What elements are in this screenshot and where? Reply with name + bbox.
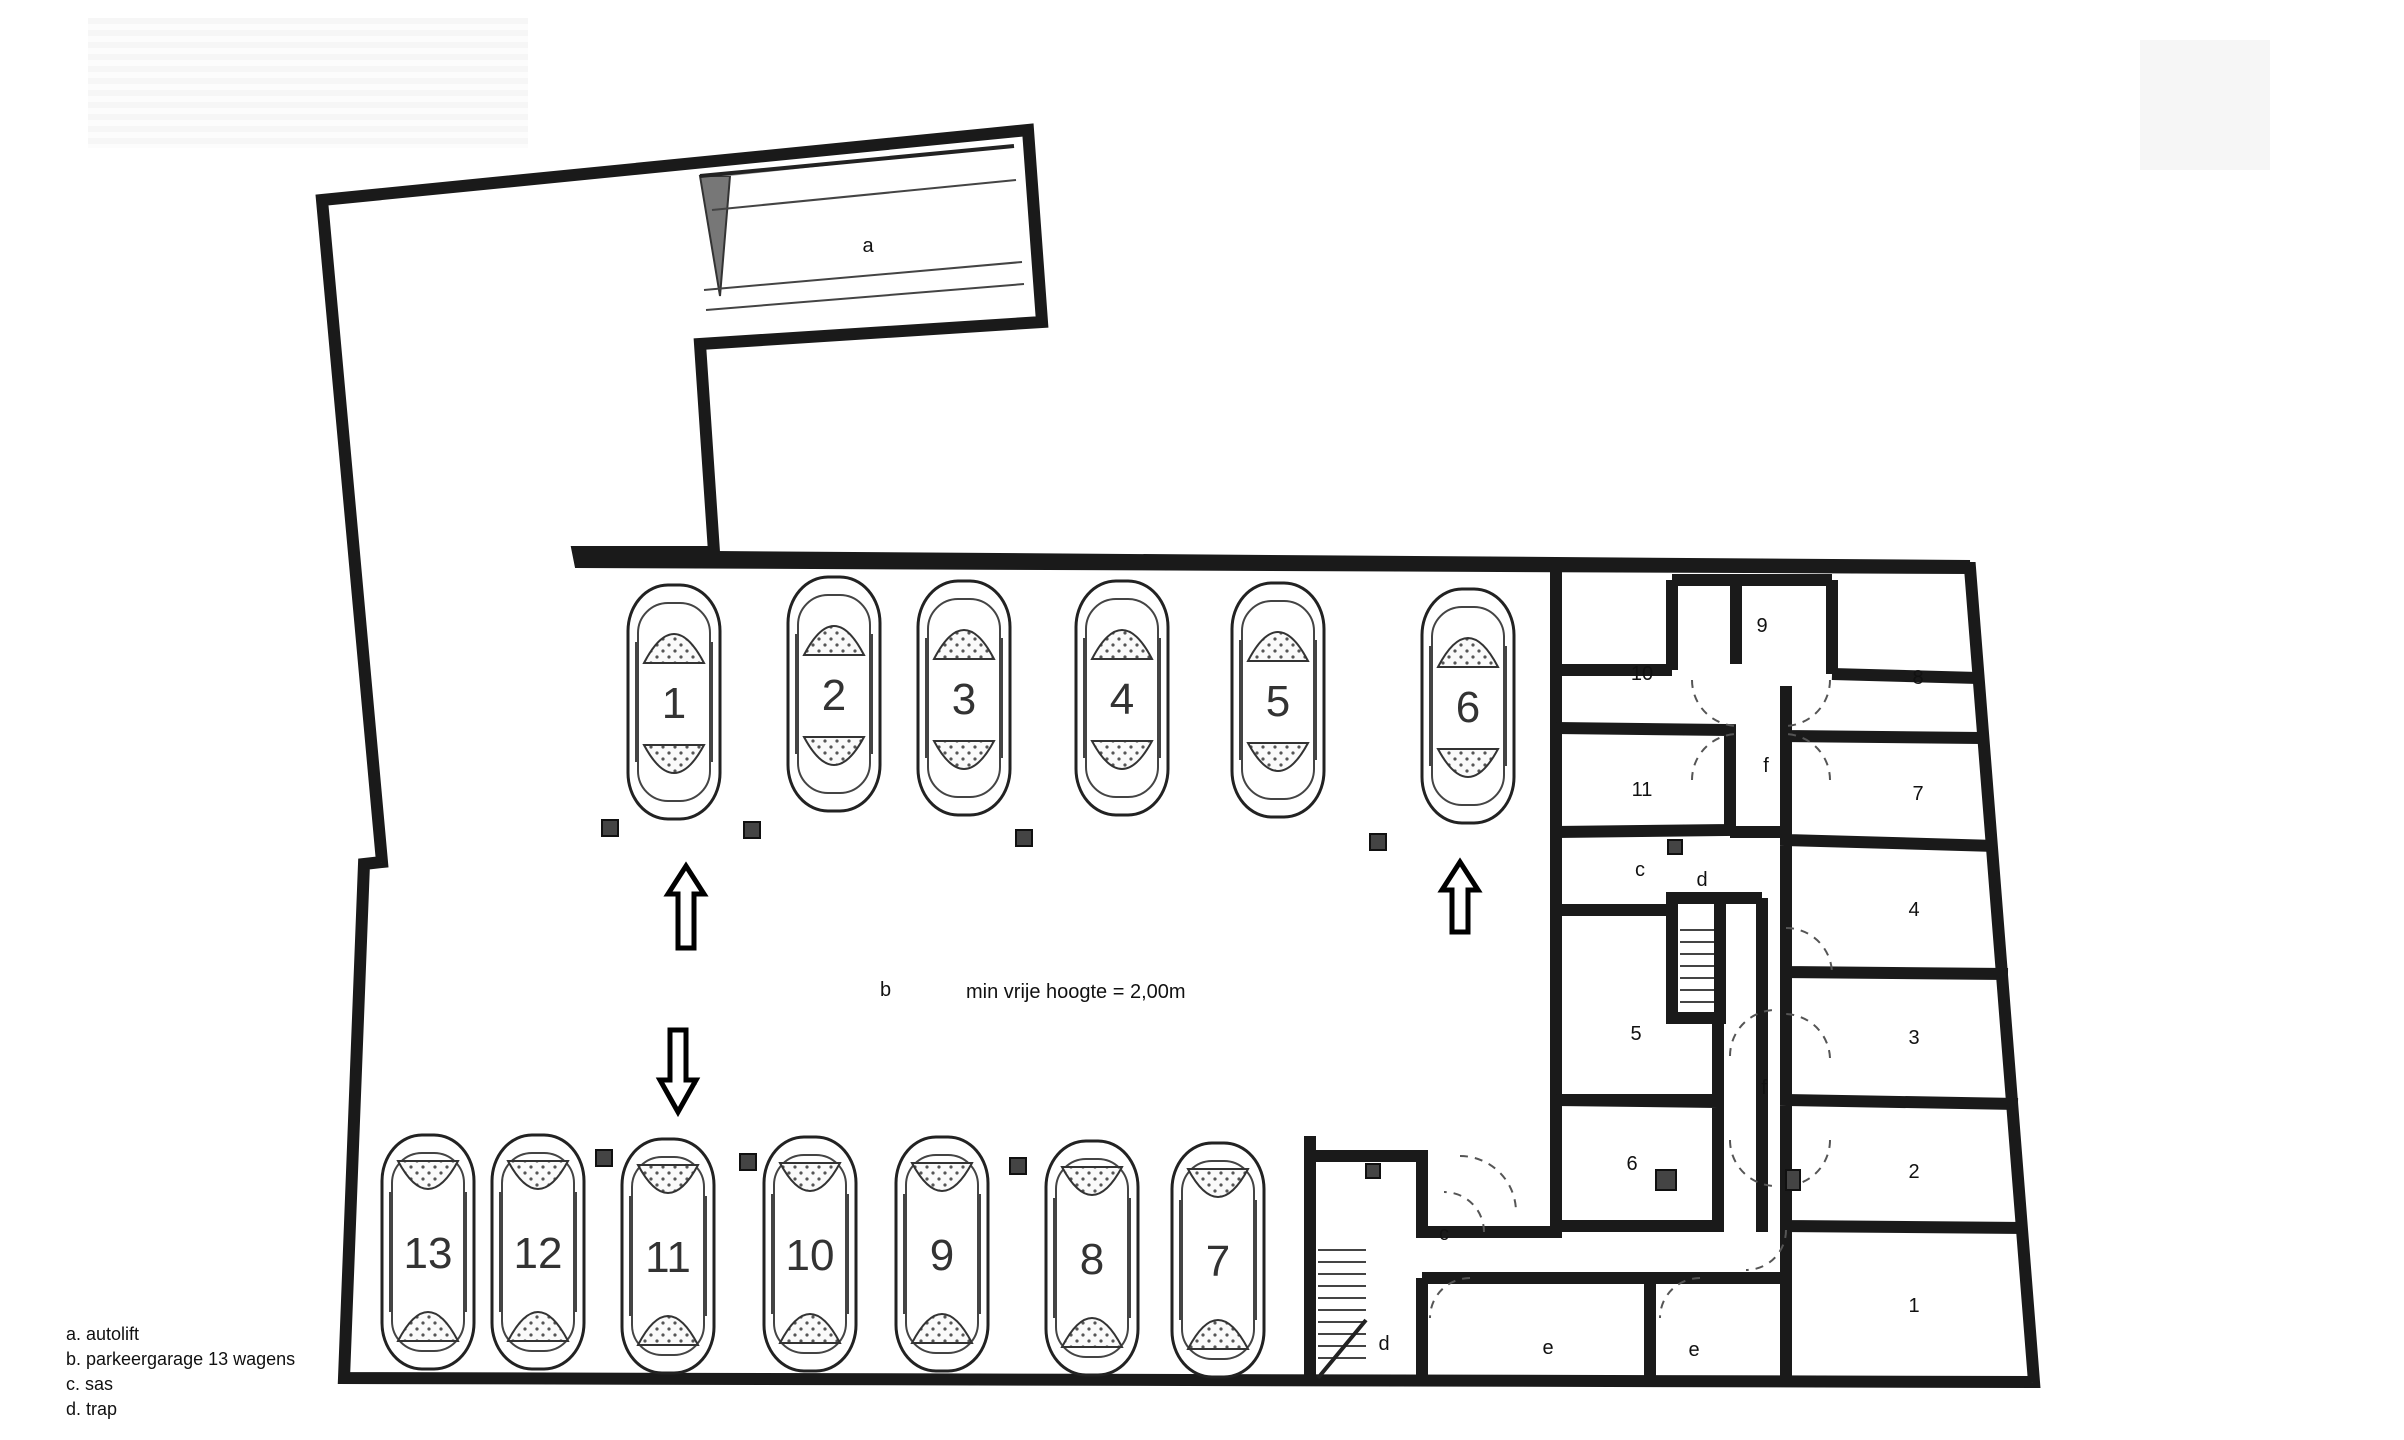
parking-space: 11	[620, 1137, 716, 1375]
arrow-down-icon	[655, 1027, 701, 1118]
height-note: min vrije hoogte = 2,00m	[966, 981, 1186, 1003]
arrow-up-icon	[1437, 857, 1483, 935]
cellar-label: 6	[1626, 1153, 1637, 1175]
sas-label: c	[1635, 859, 1645, 881]
storage-label: e	[1688, 1339, 1699, 1361]
cellar-label: 1	[1908, 1295, 1919, 1317]
stair-label: d	[1378, 1333, 1389, 1355]
parking-space-number: 10	[786, 1231, 835, 1280]
cellar-label: 5	[1630, 1023, 1641, 1045]
parking-space: 7	[1170, 1141, 1266, 1379]
inner-wall	[577, 550, 1971, 572]
parking-space-number: 11	[645, 1233, 691, 1282]
garage-label: b	[880, 979, 891, 1001]
cellar-label: 9	[1756, 615, 1767, 637]
cellar-label: 8	[1912, 667, 1923, 689]
sas-label: c	[1439, 1223, 1449, 1245]
parking-space: 13	[380, 1133, 476, 1371]
stair-label: d	[1696, 869, 1707, 891]
cellar-label: 2	[1908, 1161, 1919, 1183]
parking-space: 3	[916, 579, 1012, 817]
parking-space-number: 3	[952, 675, 976, 724]
parking-space-number: 8	[1080, 1235, 1104, 1284]
corridor-label: f	[1761, 1077, 1767, 1099]
legend-item: d. trap	[66, 1399, 118, 1419]
parking-space-number: 7	[1206, 1237, 1230, 1286]
parking-space-number: 4	[1110, 675, 1134, 724]
parking-space: 4	[1074, 579, 1170, 817]
legend-item: c. sas	[66, 1374, 114, 1394]
parking-space-number: 12	[514, 1229, 563, 1278]
parking-space-number: 5	[1266, 677, 1290, 726]
stair-upper	[1680, 929, 1714, 1003]
parking-row-bottom: 13 12 11 10 9 8 7	[380, 1133, 1266, 1379]
garage-pillars	[595, 819, 1387, 1175]
scan-smudge	[88, 18, 528, 148]
legend: a. autolift b. parkeergarage 13 wagens c…	[66, 1322, 295, 1422]
cellar-label: 10	[1631, 663, 1653, 685]
parking-space-number: 2	[822, 671, 846, 720]
cellar-label: 7	[1912, 783, 1923, 805]
scan-smudge	[2140, 40, 2270, 170]
parking-space: 8	[1044, 1139, 1140, 1377]
parking-space-number: 6	[1456, 683, 1480, 732]
stair-lower	[1316, 1249, 1368, 1380]
cellar-label: 11	[1632, 779, 1653, 801]
parking-space: 9	[894, 1135, 990, 1373]
cellar-label: 4	[1908, 899, 1919, 921]
parking-space: 10	[762, 1135, 858, 1373]
legend-item: b. parkeergarage 13 wagens	[66, 1349, 296, 1369]
autolift-label: a	[862, 235, 874, 257]
parking-space-number: 1	[662, 679, 686, 728]
parking-row-top: 1 2 3 4 5 6	[626, 575, 1516, 825]
legend-item: a. autolift	[66, 1324, 140, 1344]
parking-space: 12	[490, 1133, 586, 1371]
storage-label: e	[1542, 1337, 1553, 1359]
parking-space: 5	[1230, 581, 1326, 819]
parking-space-number: 9	[930, 1231, 954, 1280]
cellar-wing: 1 2 3 4 5 6 7 8 9 10 11 f f c d c d e e	[1304, 568, 2027, 1380]
autolift: a	[698, 144, 1025, 311]
corridor-label: f	[1763, 755, 1769, 777]
parking-space: 2	[786, 575, 882, 813]
parking-space: 6	[1420, 587, 1516, 825]
arrow-up-icon	[663, 861, 709, 951]
parking-space: 1	[626, 583, 722, 821]
cellar-label: 3	[1908, 1027, 1919, 1049]
parking-space-number: 13	[404, 1229, 453, 1278]
